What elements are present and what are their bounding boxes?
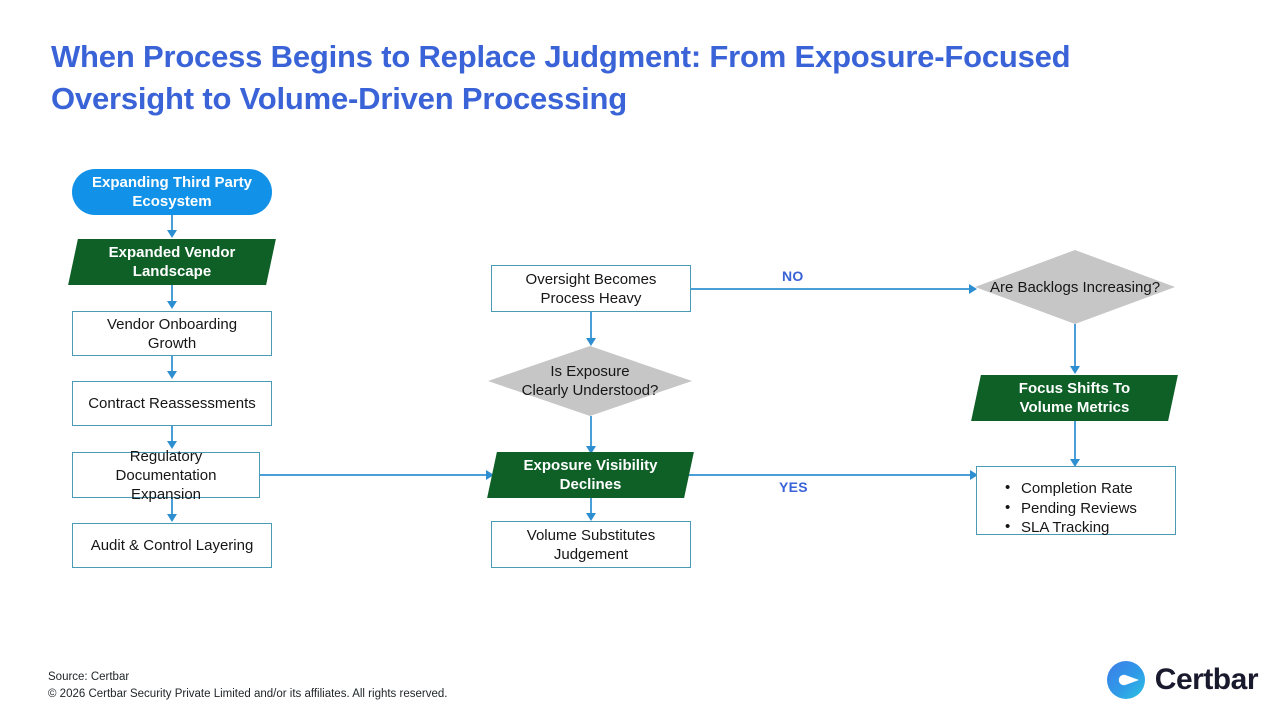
node-focus-shifts-to-volume-metrics[interactable]: Focus Shifts To Volume Metrics — [971, 375, 1178, 421]
node-label: Vendor Onboarding Growth — [106, 315, 238, 352]
connector-arrow — [586, 338, 596, 346]
node-audit-control-layering[interactable]: Audit & Control Layering — [72, 523, 272, 568]
node-label: Expanding Third Party Ecosystem — [91, 174, 253, 210]
connector-line — [590, 312, 592, 340]
node-label: Oversight Becomes Process Heavy — [525, 270, 657, 307]
edge-label-yes: YES — [779, 479, 808, 495]
certbar-c-mark-icon — [1106, 660, 1146, 700]
connector-arrow — [1070, 459, 1080, 467]
node-regulatory-documentation-expansion[interactable]: Regulatory Documentation Expansion — [72, 448, 260, 503]
list-item: Completion Rate — [1005, 478, 1175, 499]
metrics-list: Completion Rate Pending Reviews SLA Trac… — [977, 478, 1175, 538]
connector-arrow — [167, 514, 177, 522]
node-exposure-visibility-declines[interactable]: Exposure Visibility Declines — [487, 452, 694, 498]
edge-label-no: NO — [782, 268, 804, 284]
connector-arrow — [969, 284, 977, 294]
footer: Source: Certbar © 2026 Certbar Security … — [48, 669, 447, 702]
node-contract-reassessments[interactable]: Contract Reassessments — [72, 381, 272, 426]
connector-line — [590, 416, 592, 448]
connector-arrow — [167, 441, 177, 449]
node-volume-substitutes-judgement[interactable]: Volume Substitutes Judgement — [491, 521, 691, 568]
connector-line — [686, 474, 974, 476]
node-label: Expanded Vendor Landscape — [108, 244, 236, 280]
node-label: Focus Shifts To Volume Metrics — [1018, 380, 1131, 416]
list-item: SLA Tracking — [1005, 517, 1175, 538]
connector-arrow — [970, 470, 978, 480]
node-oversight-becomes-process-heavy[interactable]: Oversight Becomes Process Heavy — [491, 265, 691, 312]
node-expanded-vendor-landscape[interactable]: Expanded Vendor Landscape — [68, 239, 276, 285]
node-label: Is Exposure Clearly Understood? — [521, 363, 659, 399]
connector-arrow — [486, 470, 494, 480]
footer-copyright: © 2026 Certbar Security Private Limited … — [48, 687, 448, 700]
connector-arrow — [1070, 366, 1080, 374]
connector-line — [171, 215, 173, 232]
connector-arrow — [586, 513, 596, 521]
list-item: Pending Reviews — [1005, 498, 1175, 519]
connector-arrow — [167, 301, 177, 309]
connector-line — [1074, 324, 1076, 368]
connector-line — [171, 356, 173, 373]
node-label: Are Backlogs Increasing? — [989, 278, 1161, 296]
connector-line — [590, 498, 592, 515]
node-are-backlogs-increasing[interactable]: Are Backlogs Increasing? — [975, 250, 1175, 324]
node-label: Volume Substitutes Judgement — [526, 526, 656, 563]
node-label: Contract Reassessments — [88, 395, 256, 412]
node-vendor-onboarding-growth[interactable]: Vendor Onboarding Growth — [72, 311, 272, 356]
connector-arrow — [586, 446, 596, 454]
connector-line — [1074, 421, 1076, 461]
connector-line — [260, 474, 488, 476]
node-expanding-third-party-ecosystem[interactable]: Expanding Third Party Ecosystem — [72, 169, 272, 215]
certbar-logo: Certbar — [1106, 660, 1259, 700]
node-label: Exposure Visibility Declines — [523, 457, 658, 493]
node-volume-metrics-list[interactable]: Completion Rate Pending Reviews SLA Trac… — [976, 466, 1176, 538]
page-title: When Process Begins to Replace Judgment:… — [51, 39, 1071, 116]
connector-line — [171, 285, 173, 303]
footer-source: Source: Certbar — [48, 671, 130, 683]
node-is-exposure-clearly-understood[interactable]: Is Exposure Clearly Understood? — [488, 346, 692, 416]
certbar-wordmark: Certbar — [1154, 663, 1259, 696]
connector-line — [691, 288, 973, 290]
node-label: Audit & Control Layering — [90, 537, 254, 554]
connector-arrow — [167, 371, 177, 379]
connector-line — [171, 498, 173, 516]
node-label: Regulatory Documentation Expansion — [115, 447, 217, 503]
connector-arrow — [167, 230, 177, 238]
connector-line — [171, 426, 173, 443]
